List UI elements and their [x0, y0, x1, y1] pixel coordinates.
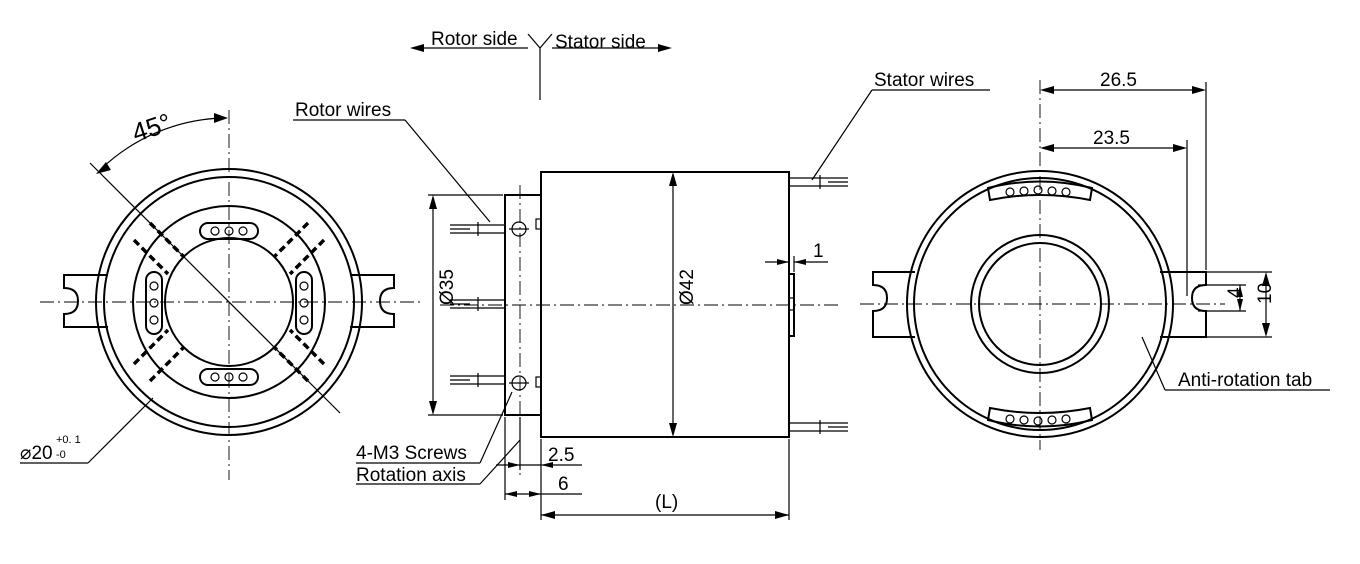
dim-23-5-label: 23.5	[1093, 128, 1130, 149]
bore-tolerance-upper: +0. 1	[56, 434, 81, 446]
stator-end-view: 26.5 23.5 4 10 Anti-rotation tab	[860, 70, 1330, 450]
rotor-end-view: 45° ⌀20 +0. 1 -0	[20, 107, 420, 480]
dim-26-5-label: 26.5	[1100, 70, 1137, 91]
bore-tolerance-lower: -0	[56, 449, 66, 461]
rotor-wires-label: Rotor wires	[295, 100, 391, 121]
dim-6-label: 6	[558, 474, 569, 495]
dim-2-5-label: 2.5	[548, 445, 574, 466]
stator-wires-label: Stator wires	[874, 70, 974, 91]
dim-10-label: 10	[1255, 283, 1276, 304]
side-view: Rotor wires Stator wires Ø35 Ø42 1	[293, 70, 990, 520]
dim-1-label: 1	[813, 241, 824, 262]
dim-4-label: 4	[1225, 287, 1246, 298]
rotor-wires	[450, 222, 505, 387]
rotation-axis-label: Rotation axis	[356, 465, 466, 486]
angle-45-label: 45°	[128, 107, 175, 148]
dim-L-label: (L)	[655, 492, 678, 513]
screws-label: 4-M3 Screws	[356, 443, 467, 464]
dia-35-label: Ø35	[437, 269, 458, 305]
dia-42-label: Ø42	[677, 269, 698, 305]
stator-side-label: Stator side	[555, 32, 646, 53]
side-indicator: Rotor side Stator side	[410, 29, 672, 100]
anti-rotation-tab-label: Anti-rotation tab	[1178, 370, 1312, 391]
bore-diameter-label: ⌀20	[20, 443, 53, 464]
stator-wires	[789, 175, 848, 434]
rotor-side-label: Rotor side	[431, 29, 518, 50]
